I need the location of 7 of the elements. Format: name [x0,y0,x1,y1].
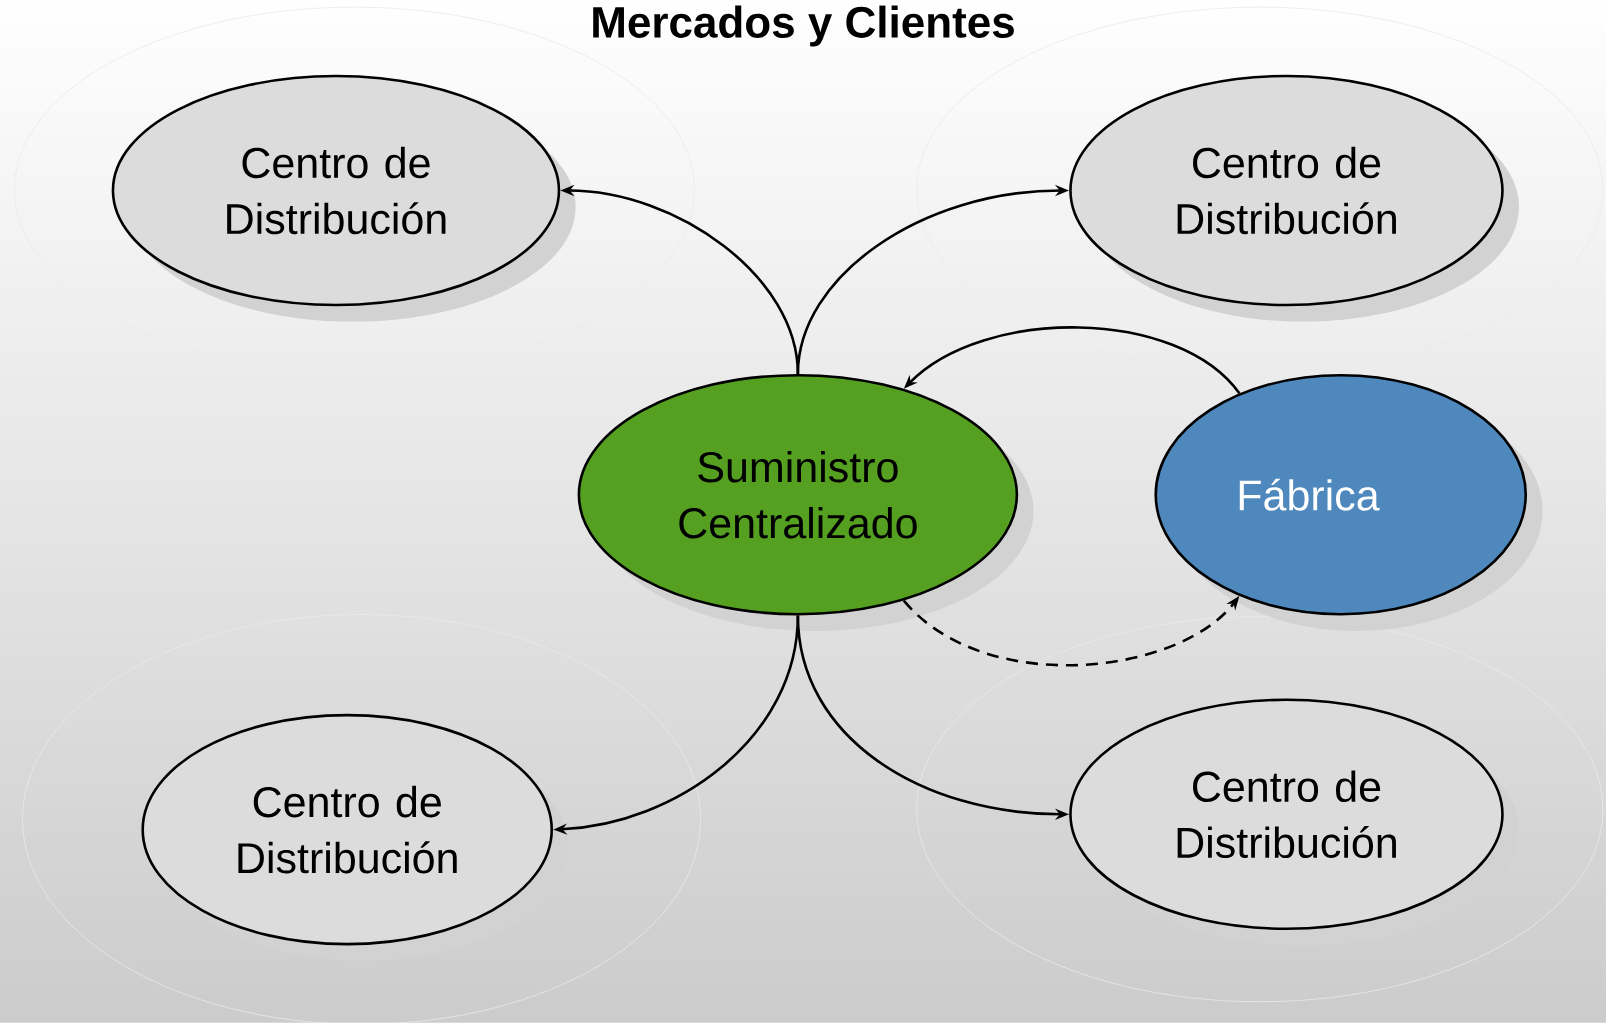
ellipse-node: Centro de Distribución [141,713,569,961]
ellipse-node: Centro de Distribución [1069,698,1519,946]
ellipse-node: Suministro Centralizado [577,373,1034,631]
ellipse-node: Fábrica [1154,373,1543,631]
title: Mercados y Clientes [593,5,1014,47]
ellipse-node: Centro de Distribución [1069,74,1519,322]
ellipse-node: Centro de Distribución [111,74,576,322]
